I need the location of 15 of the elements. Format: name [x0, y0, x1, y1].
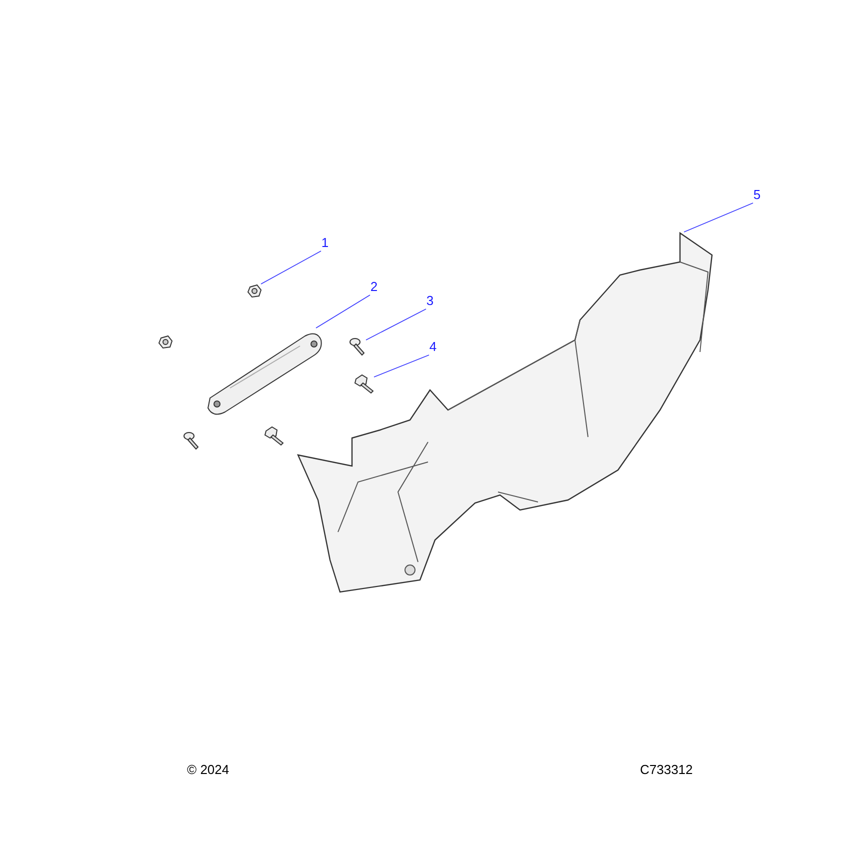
nut-drawing	[247, 284, 261, 298]
callout-number: 5	[751, 187, 763, 203]
bolt-drawing	[354, 373, 374, 393]
callout-number: 1	[319, 235, 331, 251]
screw-drawing	[350, 338, 366, 356]
leader-line	[366, 308, 426, 340]
leader-line	[374, 354, 430, 378]
leader-line	[684, 202, 754, 232]
callout-number: 4	[427, 339, 439, 355]
callout-number: 3	[424, 293, 436, 309]
leader-line	[260, 250, 322, 284]
copyright-notice: © 2024	[187, 762, 230, 777]
callout-number: 2	[368, 279, 380, 295]
leader-line	[316, 294, 370, 328]
part-number: C733312	[640, 762, 693, 777]
